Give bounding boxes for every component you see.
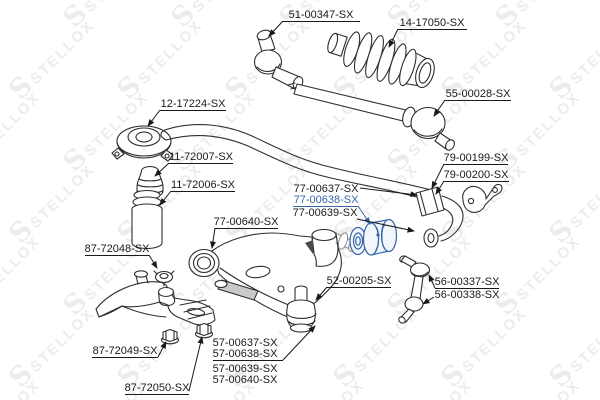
stabilizer-bushing-drawing [415,186,445,217]
part-label-87-72049-sx: 87-72049-SX [93,345,158,357]
arm-bushing-highlighted-drawing [349,218,398,256]
part-labels: 51-00347-SX 14-17050-SX 55-00028-SX 12-1… [85,9,511,394]
part-label-12-17224-sx: 12-17224-SX [161,98,226,110]
flange-nut-49-drawing [160,328,180,345]
part-label-79-00200-sx: 79-00200-SX [444,169,509,181]
strut-mount-drawing [111,125,174,162]
part-label-11-72007-sx: 11-72007-SX [169,151,234,163]
part-label-77-00640-sx: 77-00640-SX [214,216,279,228]
leader-lines [147,20,446,392]
flange-nut-50-drawing [194,322,214,339]
stabilizer-bracket-drawing [462,183,503,213]
part-label-57-00638-sx: 57-00638-SX [213,348,278,360]
part-label-55-00028-sx: 55-00028-SX [446,88,511,100]
stabilizer-link-drawing [398,255,431,324]
tie-rod-end-drawing [253,29,304,90]
subframe-drawing [95,270,228,326]
part-label-79-00199-sx: 79-00199-SX [444,152,509,164]
label-underlines [85,21,511,395]
part-label-14-17050-sx: 14-17050-SX [400,17,465,29]
part-label-57-00640-sx: 57-00640-SX [213,374,278,386]
part-label-11-72006-sx: 11-72006-SX [171,179,236,191]
part-label-77-00638-sx-link[interactable]: 77-00638-SX [294,194,359,206]
dust-boot-drawing [131,189,163,250]
axial-rod-drawing [287,82,455,151]
part-label-57-00637-sx: 57-00637-SX [213,337,278,349]
part-label-77-00637-sx: 77-00637-SX [294,183,359,195]
retainer-clip-drawing [153,270,175,287]
part-label-77-00639-sx: 77-00639-SX [293,207,358,219]
steering-rack-boot-drawing [327,31,435,89]
control-arm-drawing [188,228,342,319]
part-label-56-00337-sx: 56-00337-SX [435,276,500,288]
part-label-56-00338-sx: 56-00338-SX [435,289,500,301]
part-label-57-00639-sx: 57-00639-SX [213,363,278,375]
part-label-52-00205-sx: 52-00205-SX [327,275,392,287]
part-label-51-00347-sx: 51-00347-SX [289,9,354,21]
part-label-87-72048-sx: 87-72048-SX [85,243,150,255]
part-label-87-72050-sx: 87-72050-SX [125,382,190,394]
stabilizer-bar-drawing [160,124,464,248]
